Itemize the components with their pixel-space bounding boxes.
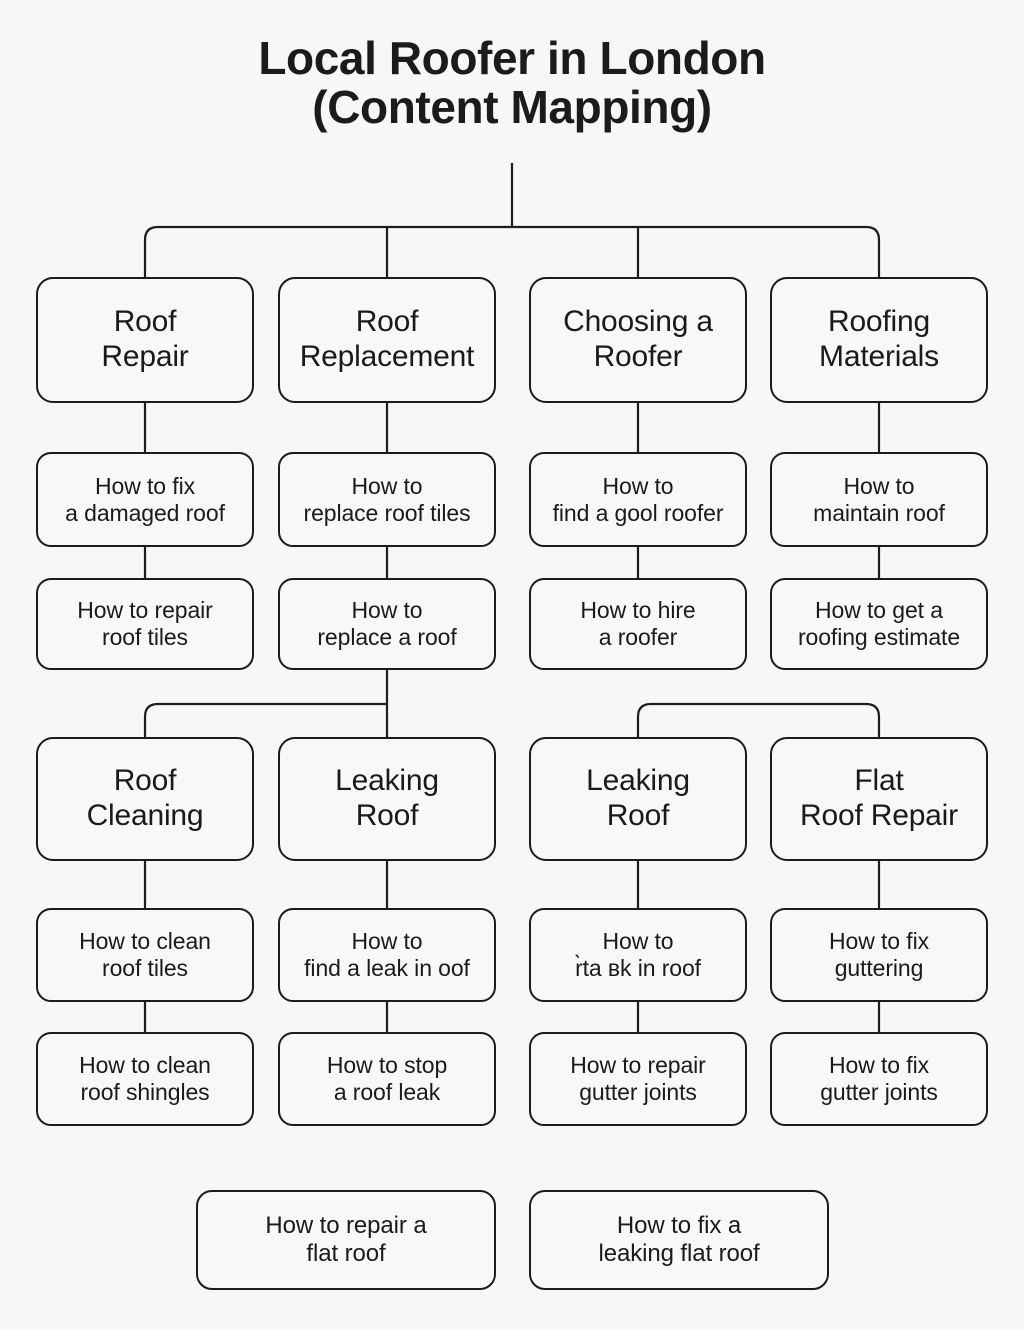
page-title: Local Roofer in London (Content Mapping)	[0, 34, 1024, 132]
title-line-1: Local Roofer in London	[258, 32, 766, 84]
leaf-label: How to find a gool roofer	[552, 472, 724, 526]
category-label: Roof Repair	[101, 305, 189, 373]
leaf-node-replace-roof-tiles[interactable]: How to replace roof tiles	[278, 452, 496, 547]
category-node-roof-repair[interactable]: Roof Repair	[36, 277, 254, 403]
category-node-roofing-materials[interactable]: Roofing Materials	[770, 277, 988, 403]
leaf-label: How to fix a damaged roof	[65, 472, 225, 526]
category-label: Leaking Roof	[335, 764, 439, 832]
bus-group-1	[143, 225, 881, 277]
category-node-roof-cleaning[interactable]: Roof Cleaning	[36, 737, 254, 861]
leaf-node-fix-gutter-joints[interactable]: How to fix gutter joints	[770, 1032, 988, 1126]
category-node-leaking-roof-a[interactable]: Leaking Roof	[278, 737, 496, 861]
leaf-label: How to repair roof tiles	[77, 597, 213, 650]
category-node-choosing-a-roofer[interactable]: Choosing a Roofer	[529, 277, 747, 403]
leaf-node-roofing-estimate[interactable]: How to get a roofing estimate	[770, 578, 988, 670]
leaf-node-replace-a-roof[interactable]: How to replace a roof	[278, 578, 496, 670]
leaf-node-clean-roof-tiles[interactable]: How to clean roof tiles	[36, 908, 254, 1002]
leaf-label: How to replace roof tiles	[303, 472, 471, 526]
leaf-node-maintain-roof[interactable]: How to maintain roof	[770, 452, 988, 547]
leaf-node-hire-a-roofer[interactable]: How to hire a roofer	[529, 578, 747, 670]
leaf-label: How to maintain roof	[813, 472, 945, 526]
leaf-node-stop-a-roof-leak[interactable]: How to stop a roof leak	[278, 1032, 496, 1126]
bus-group-2-right	[636, 702, 881, 737]
leaf-label: How to r̀ta ʙk in roof	[575, 928, 701, 981]
leaf-label: How to clean roof tiles	[79, 928, 211, 981]
leaf-node-clean-roof-shingles[interactable]: How to clean roof shingles	[36, 1032, 254, 1126]
leaf-label: How to get a roofing estimate	[797, 597, 961, 650]
leaf-node-repair-gutter-joints[interactable]: How to repair gutter joints	[529, 1032, 747, 1126]
category-label: Roofing Materials	[819, 305, 939, 373]
category-node-roof-replacement[interactable]: Roof Replacement	[278, 277, 496, 403]
leaf-node-fix-guttering[interactable]: How to fix guttering	[770, 908, 988, 1002]
leaf-node-fix-damaged-roof[interactable]: How to fix a damaged roof	[36, 452, 254, 547]
leaf-label: How to hire a roofer	[580, 597, 696, 650]
orphan-node-repair-flat-roof[interactable]: How to repair a flat roof	[196, 1190, 496, 1290]
category-label: Flat Roof Repair	[800, 764, 958, 832]
leaf-label: How to replace a roof	[317, 597, 457, 650]
category-label: Roof Cleaning	[86, 764, 204, 832]
category-node-flat-roof-repair[interactable]: Flat Roof Repair	[770, 737, 988, 861]
leaf-label: How to find a leak in oof	[304, 928, 470, 981]
leaf-node-repair-roof-tiles[interactable]: How to repair roof tiles	[36, 578, 254, 670]
category-label: Leaking Roof	[586, 764, 690, 832]
leaf-node-find-a-leak-in-roof[interactable]: How to find a leak in oof	[278, 908, 496, 1002]
title-line-2: (Content Mapping)	[312, 80, 712, 133]
category-node-leaking-roof-b[interactable]: Leaking Roof	[529, 737, 747, 861]
category-label: Roof Replacement	[299, 305, 475, 373]
orphan-label: How to repair a flat roof	[265, 1212, 427, 1267]
leaf-node-find-a-good-roofer[interactable]: How to find a gool roofer	[529, 452, 747, 547]
leaf-label: How to clean roof shingles	[79, 1052, 211, 1105]
leaf-label: How to repair gutter joints	[570, 1052, 706, 1105]
orphan-node-fix-leaking-flat-roof[interactable]: How to fix a leaking flat roof	[529, 1190, 829, 1290]
leaf-node-garbled-leak-in-roof[interactable]: How to r̀ta ʙk in roof	[529, 908, 747, 1002]
leaf-label: How to stop a roof leak	[326, 1052, 448, 1105]
bus-group-2-left	[143, 702, 387, 737]
leaf-label: How to fix guttering	[829, 928, 929, 981]
category-label: Choosing a Roofer	[563, 305, 713, 373]
orphan-label: How to fix a leaking flat roof	[598, 1212, 760, 1267]
leaf-label: How to fix gutter joints	[820, 1052, 938, 1105]
